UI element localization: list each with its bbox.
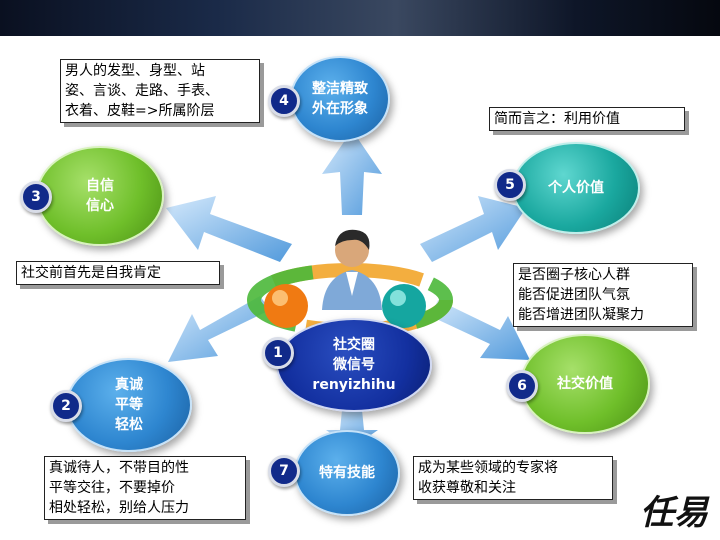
node-2-sincerity: 真诚 平等 轻松	[66, 358, 192, 452]
node-2-label: 真诚 平等 轻松	[115, 377, 143, 433]
node-7-label: 特有技能	[319, 465, 375, 481]
note-confidence: 社交前首先是自我肯定	[16, 261, 220, 285]
arrow-to-node-4	[322, 130, 382, 215]
node-6-social-value: 社交价值	[520, 334, 650, 434]
teal-sphere	[382, 284, 426, 328]
badge-4: 4	[268, 85, 300, 117]
person-head-icon	[335, 233, 369, 267]
note-team: 是否圈子核心人群 能否促进团队气氛 能否增进团队凝聚力	[513, 263, 693, 327]
center-node-label: 社交圈 微信号 renyizhihu	[312, 337, 396, 393]
arrow-to-node-3	[166, 196, 292, 262]
badge-2: 2	[50, 390, 82, 422]
logo: 任易	[640, 493, 708, 533]
center-node: 社交圈 微信号 renyizhihu	[276, 318, 432, 412]
node-7-special-skills: 特有技能	[294, 430, 400, 516]
teal-sphere-highlight	[390, 290, 406, 306]
badge-7: 7	[268, 455, 300, 487]
orbit-ring-green	[247, 263, 453, 337]
note-expert: 成为某些领域的专家将 收获尊敬和关注	[413, 456, 613, 500]
orange-sphere-highlight	[272, 290, 288, 306]
note-appearance: 男人的发型、身型、站 姿、言谈、走路、手表、 衣着、皮鞋=>所属阶层	[60, 59, 260, 123]
arrow-to-node-6	[430, 300, 530, 360]
node-5-personal-value: 个人价值	[512, 142, 640, 234]
node-5-label: 个人价值	[548, 180, 604, 196]
badge-1: 1	[262, 337, 294, 369]
node-4-label: 整洁精致 外在形象	[312, 81, 368, 117]
badge-6: 6	[506, 370, 538, 402]
note-sincerity: 真诚待人，不带目的性 平等交往，不要掉价 相处轻松，别给人压力	[44, 456, 246, 520]
top-banner	[0, 0, 720, 36]
node-6-label: 社交价值	[557, 376, 613, 392]
note-summary: 简而言之：利用价值	[489, 107, 685, 131]
arrow-to-node-5	[420, 196, 526, 262]
orange-sphere	[264, 284, 308, 328]
person-shirt-icon	[346, 272, 358, 296]
badge-5: 5	[494, 169, 526, 201]
node-3-confidence: 自信 信心	[36, 146, 164, 246]
node-4-appearance: 整洁精致 外在形象	[290, 56, 390, 142]
node-3-label: 自信 信心	[86, 178, 114, 214]
badge-3: 3	[20, 181, 52, 213]
arrow-to-node-2	[168, 296, 270, 362]
person-hair-icon	[335, 229, 370, 250]
